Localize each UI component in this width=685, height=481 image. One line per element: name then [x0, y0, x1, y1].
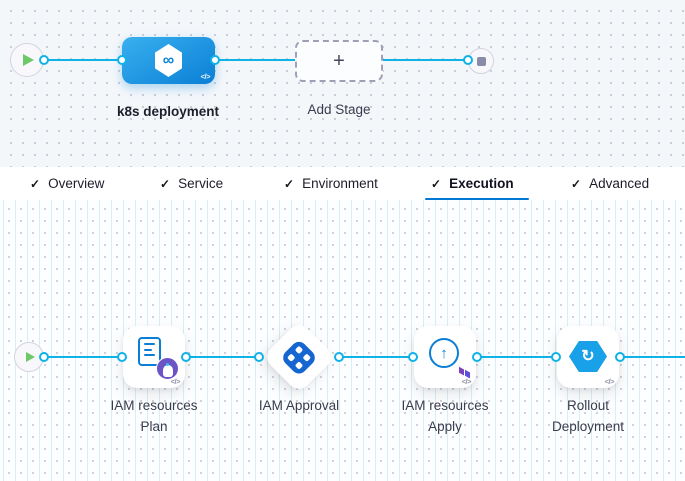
- rollout-arrow-icon: ↻: [581, 347, 595, 365]
- check-icon: ✓: [160, 176, 171, 191]
- connector-point: [210, 55, 220, 65]
- connector-point: [39, 352, 49, 362]
- active-tab-indicator: [425, 198, 529, 200]
- connector-line: [620, 356, 685, 358]
- connector-line: [186, 356, 260, 358]
- connector-point: [254, 352, 264, 362]
- stage-config-tabbar: ✓ Overview ✓ Service ✓ Environment ✓ Exe…: [0, 167, 685, 200]
- add-stage-button[interactable]: +: [295, 40, 383, 82]
- connector-line: [215, 59, 295, 61]
- connector-line: [44, 59, 122, 61]
- play-icon: [25, 352, 35, 362]
- harness-hexagon-icon: ∞: [155, 44, 182, 77]
- apply-icon: ↑: [429, 338, 459, 368]
- execution-graph-canvas[interactable]: </> ↑ </> ↻ </: [0, 200, 685, 481]
- step-label: IAM Approval: [258, 398, 340, 413]
- code-icon: </>: [461, 377, 472, 386]
- connector-line: [477, 356, 557, 358]
- connector-point: [117, 352, 127, 362]
- tab-label: Overview: [48, 176, 105, 191]
- tab-label: Service: [178, 176, 224, 191]
- connector-point: [615, 352, 625, 362]
- tab-service[interactable]: ✓ Service: [160, 167, 223, 200]
- tab-advanced[interactable]: ✓ Advanced: [571, 167, 649, 200]
- step-label: IAM resources Plan: [110, 398, 198, 434]
- tab-environment[interactable]: ✓ Environment: [284, 167, 378, 200]
- connector-point: [472, 352, 482, 362]
- step-label: Rollout Deployment: [551, 398, 625, 434]
- connector-point: [181, 352, 191, 362]
- step-node-iam-resources-apply[interactable]: ↑ </>: [414, 326, 476, 388]
- play-icon: [23, 54, 34, 66]
- check-icon: ✓: [30, 176, 41, 191]
- stage-graph-canvas[interactable]: ∞ </> + k8s deployment Add Stage: [0, 0, 685, 167]
- connector-point: [463, 55, 473, 65]
- rollout-deployment-icon: ↻: [569, 341, 607, 372]
- connector-line: [383, 59, 468, 61]
- connector-point: [39, 55, 49, 65]
- infinity-icon: ∞: [162, 51, 175, 69]
- connector-point: [117, 55, 127, 65]
- tab-overview[interactable]: ✓ Overview: [30, 167, 104, 200]
- code-icon: </>: [604, 377, 615, 386]
- check-icon: ✓: [431, 176, 442, 191]
- stage-node-k8s-deployment[interactable]: ∞ </>: [122, 37, 215, 84]
- stop-icon: [476, 56, 486, 66]
- stage-label: k8s deployment: [116, 104, 220, 119]
- plus-icon: +: [333, 50, 345, 72]
- arrow-up-icon: ↑: [440, 344, 448, 362]
- connector-line: [339, 356, 414, 358]
- plan-document-icon: [138, 337, 161, 366]
- approval-icon: [279, 337, 319, 377]
- tab-label: Advanced: [589, 176, 650, 191]
- opentofu-badge-icon: [156, 357, 179, 380]
- code-icon: </>: [200, 72, 211, 81]
- tab-execution[interactable]: ✓ Execution: [431, 167, 514, 200]
- step-label: IAM resources Apply: [401, 398, 489, 434]
- connector-point: [551, 352, 561, 362]
- connector-point: [334, 352, 344, 362]
- code-icon: </>: [170, 377, 181, 386]
- connector-line: [44, 356, 122, 358]
- tab-label: Environment: [302, 176, 378, 191]
- check-icon: ✓: [571, 176, 582, 191]
- step-node-iam-resources-plan[interactable]: </>: [123, 326, 185, 388]
- pipeline-start-node: [10, 43, 44, 77]
- connector-point: [408, 352, 418, 362]
- step-node-iam-approval[interactable]: [262, 320, 336, 394]
- tab-label: Execution: [449, 176, 514, 191]
- check-icon: ✓: [284, 176, 295, 191]
- add-stage-label: Add Stage: [307, 102, 371, 117]
- step-node-rollout-deployment[interactable]: ↻ </>: [557, 326, 619, 388]
